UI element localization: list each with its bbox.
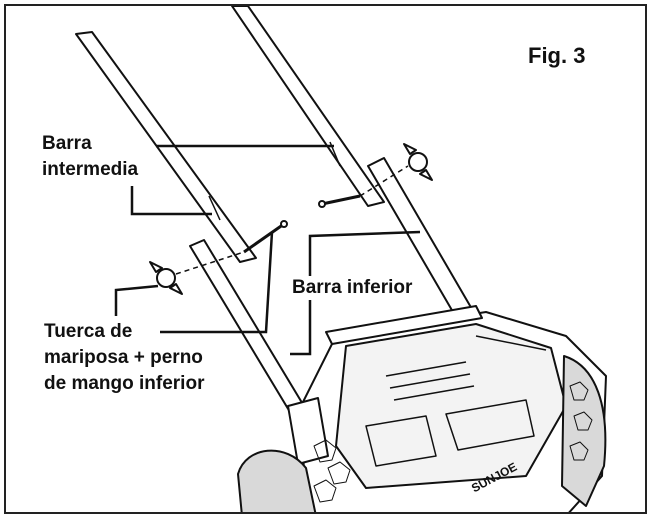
label-middle-bar-line2: intermedia: [42, 159, 139, 180]
alignment-lines: [175, 165, 409, 275]
label-lower-bar: Barra inferior: [292, 277, 413, 298]
label-nut-line1: Tuerca de: [44, 321, 133, 342]
bolt-left: [243, 220, 288, 254]
leader-lower-bar-upper: [308, 230, 421, 276]
upper-handle-bars: [75, 6, 385, 263]
diagram-frame: SUNJOE Fig. 3 Barra intermedia Barra inf…: [4, 4, 647, 514]
assembly-illustration: SUNJOE: [75, 6, 607, 512]
label-nut-line3: de mango inferior: [44, 373, 205, 394]
leader-middle-bar-lower: [130, 186, 212, 216]
label-nut-line2: mariposa + perno: [44, 347, 203, 368]
bolt-right: [318, 194, 361, 208]
right-middle-bar: [231, 6, 385, 207]
leader-nut-left: [114, 284, 159, 316]
dethatcher-body: [237, 305, 607, 512]
figure-label: Fig. 3: [528, 43, 586, 68]
leader-lines: [114, 144, 421, 356]
wing-nut-right: [403, 143, 433, 181]
wing-nut-left: [149, 261, 183, 295]
label-middle-bar-line1: Barra: [42, 133, 92, 154]
leader-nut-bolt: [160, 231, 274, 334]
leader-lower-bar-lower: [290, 300, 312, 356]
